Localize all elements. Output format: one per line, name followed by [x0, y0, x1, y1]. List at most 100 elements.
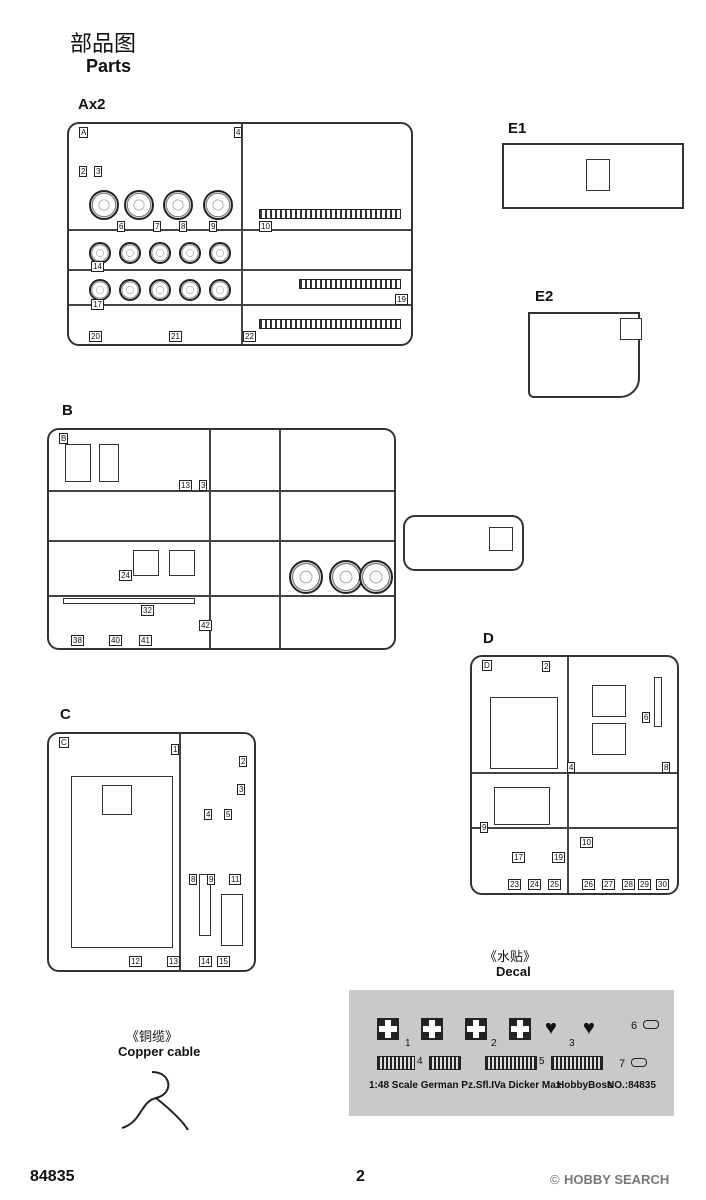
sprue-a-runner [69, 269, 411, 271]
part-number: 4 [234, 127, 243, 138]
part-number: 14 [91, 261, 104, 272]
sprue-b-divider [279, 430, 281, 648]
sprue-a-runner [69, 229, 411, 231]
watermark-hobbysearch: HOBBY SEARCH [564, 1172, 670, 1187]
part-number: 2 [542, 661, 551, 672]
road-wheel [329, 560, 363, 594]
part-number: 5 [224, 809, 233, 820]
part-number: 32 [141, 605, 154, 616]
part-number: 9 [207, 874, 216, 885]
return-roller [149, 279, 171, 301]
balkenkreuz-decal [465, 1018, 487, 1040]
part-number: 19 [552, 852, 565, 863]
sprue-a-divider [241, 124, 243, 344]
stripe-decal [551, 1056, 603, 1070]
sprue-d-runner [472, 772, 677, 774]
return-roller [209, 279, 231, 301]
part-number: 9 [209, 221, 218, 232]
return-roller [119, 242, 141, 264]
tank-silhouette-decal [631, 1058, 647, 1067]
part-number: 29 [638, 879, 651, 890]
sprue-b-runner [49, 595, 394, 597]
return-roller [149, 242, 171, 264]
track-link [259, 209, 401, 219]
part-number: 42 [199, 620, 212, 631]
part-number: 3 [94, 166, 103, 177]
copper-cable-drawing [121, 1071, 189, 1131]
decal-brand: HobbyBoss [557, 1080, 613, 1091]
part-number: 17 [512, 852, 525, 863]
part-number: 10 [580, 837, 593, 848]
part-number: 28 [622, 879, 635, 890]
decal-number: 6 [631, 1020, 638, 1032]
part-number: 1 [171, 744, 180, 755]
sprocket-wheel [163, 190, 193, 220]
part-number: 10 [259, 221, 272, 232]
part-number: 4 [567, 762, 576, 773]
decal-number: 1 [405, 1038, 411, 1049]
part-number: 24 [528, 879, 541, 890]
sprue-b-corner: B [59, 433, 69, 444]
cable-title-en: Copper cable [118, 1044, 201, 1059]
part-number: 14 [199, 956, 212, 967]
decal-title-en: Decal [496, 964, 531, 979]
part-number: 27 [602, 879, 615, 890]
road-wheel [359, 560, 393, 594]
sprue-b-label: B [62, 402, 73, 419]
part-number: 8 [189, 874, 198, 885]
seat-part [592, 723, 626, 755]
box-part [133, 550, 159, 576]
return-roller [179, 279, 201, 301]
watermark-copyright: © [550, 1172, 560, 1187]
part-number: 25 [548, 879, 561, 890]
decal-number: 4 [417, 1056, 423, 1067]
sprue-b-runner [49, 540, 394, 542]
part-number: 15 [217, 956, 230, 967]
decal-sheet: ♥ ♥ 6 1 2 3 4 5 7 1:48 Scale German Pz.S… [349, 990, 674, 1116]
part-number: 38 [71, 635, 84, 646]
track-link [259, 319, 401, 329]
hull-bottom-e1 [502, 143, 684, 209]
part-number: 9 [480, 822, 489, 833]
track-link [299, 279, 401, 289]
part-number: 11 [229, 874, 242, 885]
tool-box [221, 894, 243, 946]
page-title-cn: 部品图 [70, 32, 137, 57]
part-number: 20 [89, 331, 102, 342]
tank-silhouette-decal [643, 1020, 659, 1029]
part-number: 12 [129, 956, 142, 967]
part-number: 24 [119, 570, 132, 581]
cable-title-cn: 《铜缆》 [126, 1030, 179, 1045]
return-roller [209, 242, 231, 264]
hatch-panel [102, 785, 132, 815]
sprue-c-divider [179, 734, 181, 970]
part-number: 3 [237, 784, 246, 795]
transmission-cover [494, 787, 550, 825]
page-title-en: Parts [86, 56, 132, 76]
sprue-a: A 2 3 4 6 7 8 9 10 14 17 19 20 21 22 [67, 122, 413, 346]
decal-title-cn: 《水贴》 [484, 950, 537, 965]
part-number: 8 [662, 762, 671, 773]
part-number: 3 [199, 480, 208, 491]
part-number: 6 [642, 712, 651, 723]
decal-caption: 1:48 Scale German Pz.Sfl.IVa Dicker Max [369, 1080, 562, 1091]
rod-part [654, 677, 662, 727]
balkenkreuz-decal [421, 1018, 443, 1040]
sprue-a-runner [69, 304, 411, 306]
balkenkreuz-decal [509, 1018, 531, 1040]
balkenkreuz-decal [377, 1018, 399, 1040]
decal-number: 3 [569, 1038, 575, 1049]
decal-number: 5 [539, 1056, 545, 1067]
side-plate [99, 444, 119, 482]
side-plate [65, 444, 91, 482]
page-number: 2 [356, 1168, 365, 1185]
part-number: 41 [139, 635, 152, 646]
sprue-a-label: Ax2 [78, 96, 106, 113]
sprue-d-corner: D [482, 660, 492, 671]
footer-product-code: 84835 [30, 1168, 75, 1185]
gun-barrel [63, 598, 195, 604]
part-e1-label: E1 [508, 120, 527, 137]
sprue-c: C 1 2 3 4 5 8 9 11 12 13 14 15 [47, 732, 256, 972]
emblem-decal: ♥ [583, 1017, 595, 1039]
stripe-decal [429, 1056, 461, 1070]
